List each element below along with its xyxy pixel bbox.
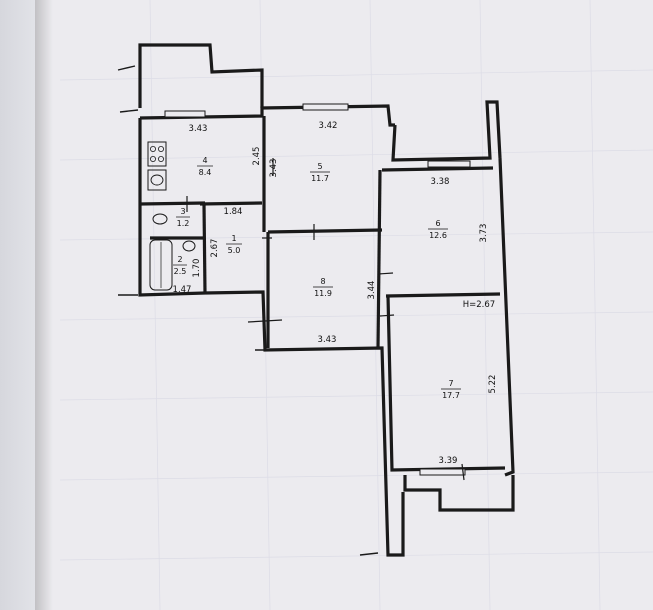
dim-hall-depth: 2.67 <box>210 239 220 258</box>
dim-room8-depth: 3.44 <box>367 281 377 300</box>
room-8-id: 8 <box>320 277 325 286</box>
room-labels: 4 8.4 5 11.7 6 12.6 7 17.7 8 11.9 1 5.0 … <box>173 156 461 400</box>
room-2-id: 2 <box>177 255 182 264</box>
fixtures <box>147 141 196 291</box>
interior-walls <box>139 116 506 472</box>
room-5-id: 5 <box>317 162 322 171</box>
sink-icon <box>147 169 167 191</box>
toilet-icon <box>152 213 168 225</box>
ceiling-height: H=2.67 <box>463 300 495 310</box>
dimension-labels: 3.43 2.45 3.42 3.43 3.38 3.73 H=2.67 5.2… <box>173 121 498 466</box>
dim-room6-depth: 3.73 <box>479 224 489 243</box>
outer-walls <box>117 43 515 557</box>
dim-room8-width: 3.43 <box>318 335 337 345</box>
dim-room5-width: 3.42 <box>319 121 338 131</box>
dim-kitchen-width: 3.43 <box>189 124 208 134</box>
room-2-area: 2.5 <box>174 267 187 276</box>
room-1-area: 5.0 <box>228 246 241 255</box>
bathtub-icon <box>149 239 173 291</box>
dim-room5-depth: 3.43 <box>269 159 279 178</box>
room-6-id: 6 <box>435 219 440 228</box>
dim-room7-width: 3.39 <box>439 456 458 466</box>
washbasin-icon <box>182 240 196 252</box>
room-1-id: 1 <box>231 234 236 243</box>
room-8-area: 11.9 <box>314 289 332 298</box>
dim-room7-depth: 5.22 <box>488 375 498 394</box>
dim-kitchen-depth: 2.45 <box>252 147 262 166</box>
dim-bath-width: 1.47 <box>173 285 192 295</box>
room-3-area: 1.2 <box>177 219 190 228</box>
room-3-id: 3 <box>180 207 185 216</box>
stove-icon <box>147 141 167 167</box>
door-marks <box>186 158 465 481</box>
dim-bath-depth: 1.70 <box>192 259 202 278</box>
room-4-id: 4 <box>202 156 207 165</box>
paper-shadow <box>35 0 53 610</box>
paper-sheet <box>35 0 653 610</box>
room-7-area: 17.7 <box>442 391 460 400</box>
dim-hall-width: 1.84 <box>224 207 243 217</box>
room-4-area: 8.4 <box>199 168 212 177</box>
dim-room6-width: 3.38 <box>431 177 450 187</box>
room-6-area: 12.6 <box>429 231 447 240</box>
windows <box>164 103 471 476</box>
room-5-area: 11.7 <box>311 174 329 183</box>
room-7-id: 7 <box>448 379 453 388</box>
paper-grid <box>59 0 653 610</box>
